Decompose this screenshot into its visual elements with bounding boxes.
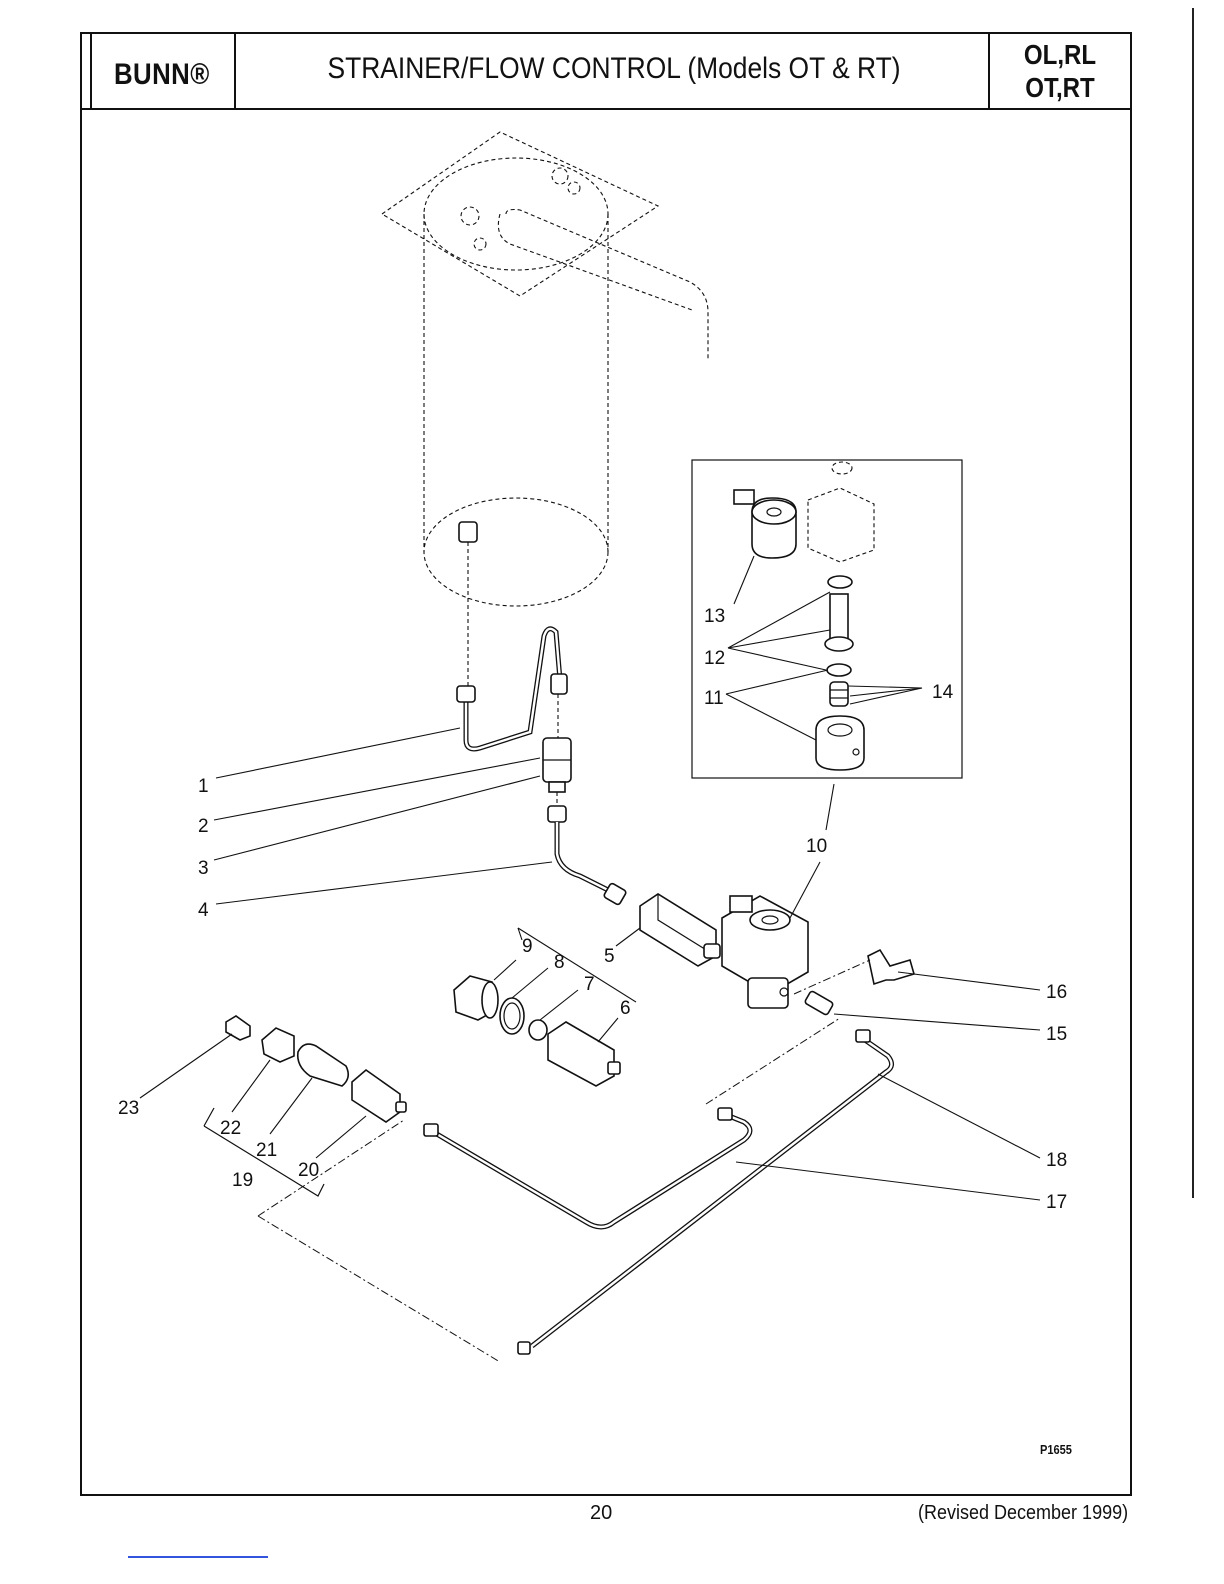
callout-13: 13 — [704, 606, 725, 627]
scan-edge-line — [1192, 8, 1194, 1198]
page-number: 20 — [590, 1502, 612, 1525]
callout-9: 9 — [522, 936, 533, 957]
tank-outline — [382, 132, 708, 606]
margin-underline — [128, 1556, 268, 1558]
callout-20: 20 — [298, 1160, 319, 1181]
callout-21: 21 — [256, 1140, 277, 1161]
callout-12: 12 — [704, 648, 725, 669]
callout-8: 8 — [554, 952, 565, 973]
callout-18: 18 — [1046, 1150, 1067, 1171]
tank-outlet-fitting — [459, 522, 477, 690]
callout-14: 14 — [932, 682, 954, 703]
callout-6: 6 — [620, 998, 631, 1019]
valve-parts — [734, 462, 874, 770]
callout-labels: 1 2 3 4 5 6 7 8 9 10 11 12 13 14 15 16 1… — [118, 606, 1067, 1213]
revision-note: (Revised December 1999) — [918, 1502, 1128, 1525]
callout-19: 19 — [232, 1170, 253, 1191]
callout-17: 17 — [1046, 1192, 1067, 1213]
strainer-and-valve — [640, 894, 808, 1008]
tee-and-fitting — [794, 950, 914, 1016]
callout-16: 16 — [1046, 982, 1067, 1003]
callout-15: 15 — [1046, 1024, 1067, 1045]
callout-11: 11 — [704, 688, 724, 709]
callout-22: 22 — [220, 1118, 241, 1139]
tube-assembly — [457, 629, 627, 906]
callout-3: 3 — [198, 858, 209, 879]
figure-code: P1655 — [1040, 1442, 1072, 1457]
callout-23: 23 — [118, 1098, 139, 1119]
callout-4: 4 — [198, 900, 209, 921]
callout-10: 10 — [806, 836, 827, 857]
callout-7: 7 — [584, 974, 595, 995]
callout-5: 5 — [604, 946, 615, 967]
inset-leaders — [726, 556, 922, 740]
callout-1: 1 — [198, 776, 209, 797]
strainer-components — [454, 976, 620, 1086]
callout-2: 2 — [198, 816, 209, 837]
